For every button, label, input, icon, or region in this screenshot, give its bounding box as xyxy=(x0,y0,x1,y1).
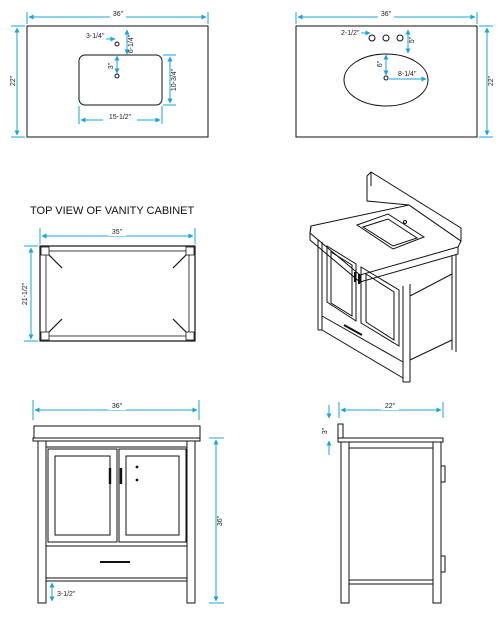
side-view: 22" 3" xyxy=(322,402,446,604)
front-width: 36" xyxy=(112,403,123,410)
cabinet-top-view: 35" 21-1/2" xyxy=(22,228,196,342)
front-view: 36" 36" 3-1/ xyxy=(32,400,224,604)
top-left-hole-offset: 3-1/4" xyxy=(86,33,105,40)
countertop-rect-sink-view: 36" 22" 3-1/4" 6-1/4" 3" 10-3/4" 15-1/2" xyxy=(10,10,209,138)
section-heading: TOP VIEW OF VANITY CABINET xyxy=(30,205,194,217)
top-right-width: 36" xyxy=(381,11,392,18)
top-left-hole-to-sink: 6-1/4" xyxy=(128,34,135,53)
top-right-back-dim: 5" xyxy=(409,36,416,43)
top-left-small-dim: 3" xyxy=(108,62,115,69)
top-left-sink-width: 15-1/2" xyxy=(109,114,132,121)
top-left-sink-depth: 10-3/4" xyxy=(171,68,178,91)
top-right-sink-radius: 8-1/4" xyxy=(398,71,417,78)
isometric-view xyxy=(309,171,462,383)
cabinet-top-depth: 21-1/2" xyxy=(22,282,29,305)
top-left-depth: 22" xyxy=(10,75,17,86)
top-left-width: 36" xyxy=(113,11,124,18)
top-right-depth: 22" xyxy=(488,75,495,86)
front-height: 36" xyxy=(217,515,224,526)
side-top-thickness: 3" xyxy=(322,427,329,434)
side-depth: 22" xyxy=(385,403,396,410)
front-toe: 3-1/2" xyxy=(57,591,76,598)
top-right-hole-spacing: 2-1/2" xyxy=(341,30,360,37)
top-right-drain-dim: 6" xyxy=(377,60,384,67)
countertop-oval-sink-view: 36" 22" 2-1/2" 5" 6" 8-1/4" xyxy=(295,10,495,138)
cabinet-top-width: 35" xyxy=(112,229,123,236)
